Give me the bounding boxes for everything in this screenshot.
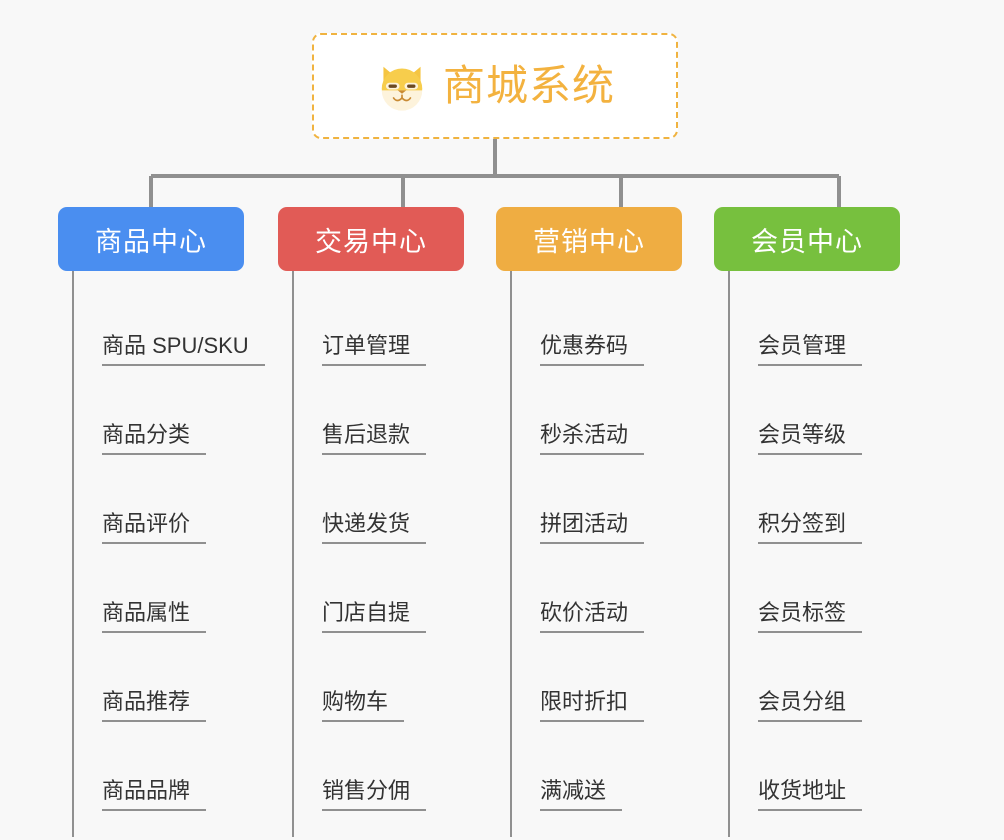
category-header-3[interactable]: 会员中心 — [714, 207, 900, 271]
leaf-label: 商品 SPU/SKU — [102, 333, 265, 366]
leaf-item[interactable]: 会员分组 — [730, 633, 918, 722]
leaf-list-1: 订单管理 售后退款 快递发货 门店自提 购物车 销售分佣 — [292, 271, 482, 837]
category-header-0[interactable]: 商品中心 — [58, 207, 244, 271]
leaf-label: 限时折扣 — [540, 689, 645, 722]
leaf-label: 商品评价 — [102, 511, 207, 544]
leaf-item[interactable]: 售后退款 — [294, 366, 482, 455]
leaf-item[interactable]: 商品品牌 — [74, 722, 262, 811]
leaf-item[interactable]: 会员管理 — [730, 277, 918, 366]
leaf-item[interactable]: 商品 SPU/SKU — [74, 277, 265, 366]
leaf-item[interactable]: 砍价活动 — [512, 544, 700, 633]
leaf-item[interactable]: 积分签到 — [730, 455, 918, 544]
leaf-label: 会员分组 — [758, 689, 863, 722]
leaf-item[interactable]: 商品分类 — [74, 366, 262, 455]
leaf-list-3: 会员管理 会员等级 积分签到 会员标签 会员分组 收货地址 — [728, 271, 918, 837]
leaf-item[interactable]: 限时折扣 — [512, 633, 700, 722]
leaf-label: 会员等级 — [758, 422, 863, 455]
leaf-list-0: 商品 SPU/SKU 商品分类 商品评价 商品属性 商品推荐 商品品牌 — [72, 271, 265, 837]
leaf-item[interactable]: 秒杀活动 — [512, 366, 700, 455]
leaf-label: 优惠券码 — [540, 333, 645, 366]
leaf-label: 销售分佣 — [322, 778, 427, 811]
category-column-1: 交易中心 订单管理 售后退款 快递发货 门店自提 购物车 销售分佣 — [258, 207, 482, 837]
leaf-label: 购物车 — [322, 689, 405, 722]
leaf-label: 砍价活动 — [540, 600, 645, 633]
leaf-label: 会员管理 — [758, 333, 863, 366]
dog-face-icon — [381, 66, 423, 111]
leaf-item[interactable]: 满减送 — [512, 722, 700, 811]
leaf-label: 商品属性 — [102, 600, 207, 633]
category-header-2[interactable]: 营销中心 — [496, 207, 682, 271]
leaf-item[interactable]: 商品评价 — [74, 455, 262, 544]
leaf-label: 门店自提 — [322, 600, 427, 633]
category-column-0: 商品中心 商品 SPU/SKU 商品分类 商品评价 商品属性 商品推荐 商品品牌 — [38, 207, 265, 837]
leaf-item[interactable]: 优惠券码 — [512, 277, 700, 366]
category-columns: 商品中心 商品 SPU/SKU 商品分类 商品评价 商品属性 商品推荐 商品品牌… — [0, 207, 1004, 840]
root-node[interactable]: 商城系统 — [312, 33, 678, 139]
leaf-label: 会员标签 — [758, 600, 863, 633]
category-header-1[interactable]: 交易中心 — [278, 207, 464, 271]
leaf-label: 收货地址 — [758, 778, 863, 811]
leaf-item[interactable]: 收货地址 — [730, 722, 918, 811]
category-header-label: 会员中心 — [751, 226, 863, 257]
category-header-label: 商品中心 — [95, 226, 207, 257]
leaf-label: 商品品牌 — [102, 778, 207, 811]
leaf-item[interactable]: 销售分佣 — [294, 722, 482, 811]
category-header-label: 营销中心 — [533, 226, 645, 257]
leaf-list-2: 优惠券码 秒杀活动 拼团活动 砍价活动 限时折扣 满减送 — [510, 271, 700, 837]
leaf-label: 快递发货 — [322, 511, 427, 544]
leaf-label: 满减送 — [540, 778, 623, 811]
leaf-label: 订单管理 — [322, 333, 427, 366]
leaf-label: 秒杀活动 — [540, 422, 645, 455]
leaf-item[interactable]: 订单管理 — [294, 277, 482, 366]
leaf-label: 商品分类 — [102, 422, 207, 455]
leaf-label: 积分签到 — [758, 511, 863, 544]
root-label: 商城系统 — [442, 62, 615, 109]
leaf-label: 商品推荐 — [102, 689, 207, 722]
leaf-item[interactable]: 门店自提 — [294, 544, 482, 633]
leaf-item[interactable]: 商品推荐 — [74, 633, 262, 722]
leaf-label: 售后退款 — [322, 422, 427, 455]
leaf-item[interactable]: 拼团活动 — [512, 455, 700, 544]
category-column-2: 营销中心 优惠券码 秒杀活动 拼团活动 砍价活动 限时折扣 满减送 — [476, 207, 700, 837]
category-column-3: 会员中心 会员管理 会员等级 积分签到 会员标签 会员分组 收货地址 — [694, 207, 918, 837]
leaf-item[interactable]: 快递发货 — [294, 455, 482, 544]
leaf-item[interactable]: 商品属性 — [74, 544, 262, 633]
category-header-label: 交易中心 — [315, 226, 427, 257]
leaf-item[interactable]: 会员标签 — [730, 544, 918, 633]
leaf-label: 拼团活动 — [540, 511, 645, 544]
leaf-item[interactable]: 购物车 — [294, 633, 482, 722]
leaf-item[interactable]: 会员等级 — [730, 366, 918, 455]
